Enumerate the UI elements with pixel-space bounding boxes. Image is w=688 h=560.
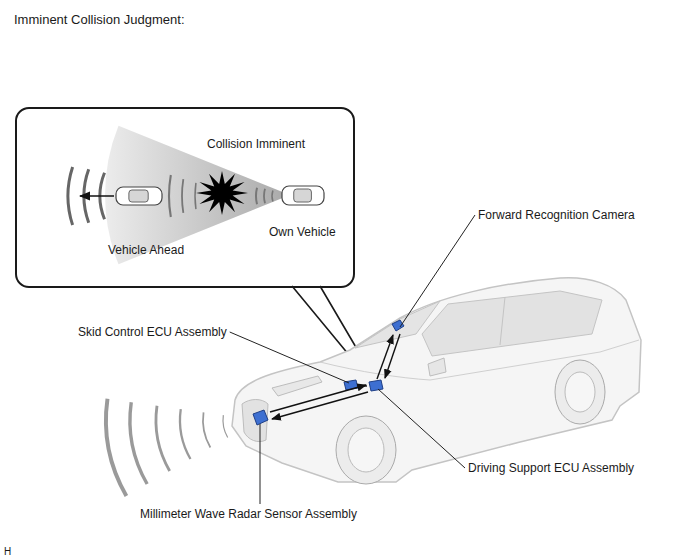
car-body xyxy=(232,278,641,482)
inset-illustration xyxy=(68,126,324,265)
car-illustration xyxy=(232,278,641,484)
signal-arrow xyxy=(272,392,368,419)
inset-label: Vehicle Ahead xyxy=(108,243,184,257)
radar-wave xyxy=(271,190,273,201)
radar-wave xyxy=(68,167,73,225)
signal-arrow xyxy=(270,385,366,412)
b-pillar xyxy=(500,297,505,345)
headlight xyxy=(272,376,322,396)
radar-wave xyxy=(256,188,257,204)
radar-wave xyxy=(106,399,126,496)
radar-wave xyxy=(182,179,183,213)
front-wheel-rim xyxy=(348,428,384,472)
radar-waves xyxy=(106,399,228,496)
motion-arrow xyxy=(80,195,114,197)
leader-line xyxy=(400,215,475,327)
callout-inset: Collision ImminentVehicle Ahead Own Vehic… xyxy=(15,107,355,288)
radar-wave xyxy=(169,175,171,217)
leader-line xyxy=(378,389,465,468)
part-name: Millimeter Wave Radar Sensor Assembly xyxy=(140,507,357,521)
inset-label: Collision Imminent xyxy=(207,137,305,151)
mirror xyxy=(428,358,446,376)
components xyxy=(253,320,404,425)
signal-arrow xyxy=(377,335,393,379)
part-name: Skid Control ECU Assembly xyxy=(78,325,227,339)
leader-lines xyxy=(230,215,475,504)
car-outline xyxy=(282,186,324,205)
part-name: Driving Support ECU Assembly xyxy=(468,461,634,475)
signal-arrow xyxy=(385,334,400,378)
collision-burst xyxy=(196,171,248,215)
car-outline xyxy=(116,187,162,205)
radar-wave xyxy=(156,406,170,471)
inset-label: Own Vehicle xyxy=(269,225,336,239)
car-cabin xyxy=(129,190,148,202)
vehicle-ahead-icon xyxy=(116,187,162,205)
radar-wave xyxy=(180,409,190,459)
part-name: Forward Recognition Camera xyxy=(478,208,635,222)
rear-wheel-rim xyxy=(565,372,595,412)
radar-wave xyxy=(194,183,196,209)
rear-wheel xyxy=(555,360,605,424)
leader-line xyxy=(260,424,261,504)
forward-recognition-camera xyxy=(392,320,404,331)
radar-wave xyxy=(130,402,147,484)
radar-wave xyxy=(223,415,228,437)
signal-line xyxy=(361,385,367,386)
radar-sensor xyxy=(253,410,268,425)
driving-support-ecu xyxy=(369,380,383,391)
grille xyxy=(242,400,268,442)
own-vehicle-icon xyxy=(282,186,324,205)
radar-wave xyxy=(264,189,265,203)
leader-line xyxy=(230,332,349,383)
radar-wave xyxy=(203,412,210,447)
car-cabin xyxy=(294,189,312,202)
front-wheel xyxy=(336,416,396,484)
figure-code: H xyxy=(4,545,11,559)
side-window xyxy=(422,291,602,356)
diagram-title: Imminent Collision Judgment: xyxy=(14,12,185,28)
